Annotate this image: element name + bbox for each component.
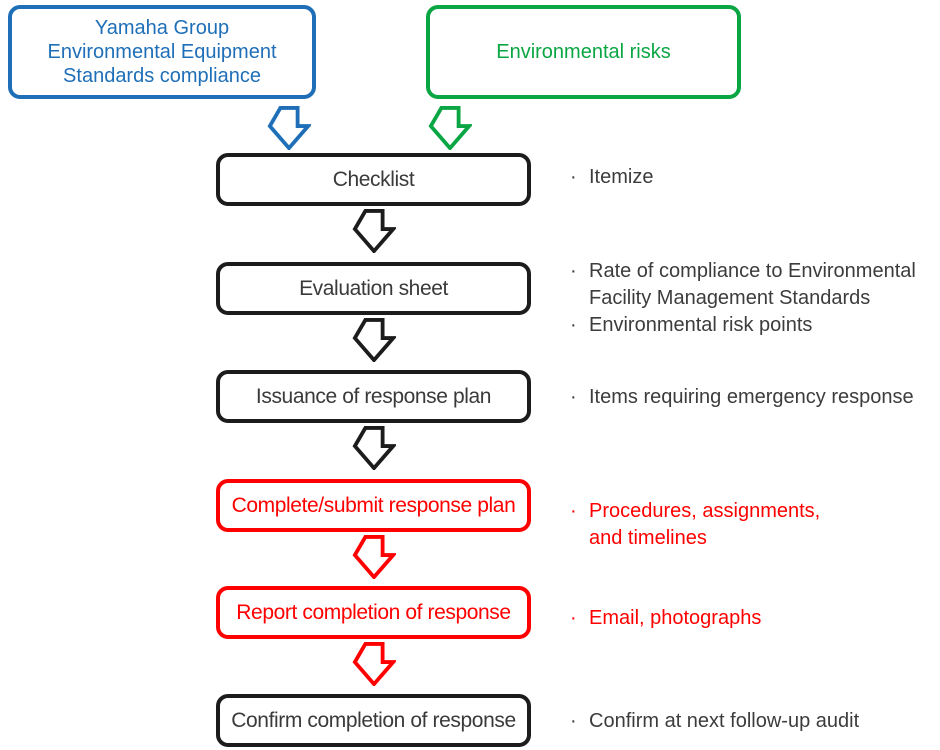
bullet-icon: · bbox=[570, 386, 577, 408]
down-arrow-icon bbox=[352, 535, 396, 579]
note-text: Procedures, assignments, bbox=[589, 500, 821, 522]
note-line: · Items requiring emergency response bbox=[570, 384, 914, 411]
note-complete-submit-plan: · Procedures, assignments, and timelines bbox=[570, 498, 820, 552]
note-confirm-completion: · Confirm at next follow-up audit bbox=[570, 708, 859, 735]
note-evaluation-sheet: · Rate of compliance to Environmental Fa… bbox=[570, 258, 916, 339]
note-checklist: · Itemize bbox=[570, 164, 653, 191]
down-arrow-icon bbox=[267, 106, 311, 150]
flow-step-label: Issuance of response plan bbox=[255, 384, 492, 408]
down-arrow-icon bbox=[428, 106, 472, 150]
note-text: Confirm at next follow-up audit bbox=[589, 710, 860, 732]
bullet-icon: · bbox=[570, 500, 577, 522]
note-line: · Procedures, assignments, bbox=[570, 498, 820, 525]
note-text: Items requiring emergency response bbox=[589, 386, 914, 408]
bullet-icon: · bbox=[570, 710, 577, 732]
down-arrow-icon bbox=[352, 642, 396, 686]
note-text: and timelines bbox=[589, 527, 707, 549]
flow-step-report-completion: Report completion of response bbox=[216, 586, 531, 639]
down-arrow-icon bbox=[352, 318, 396, 362]
flow-step-complete-submit-plan: Complete/submit response plan bbox=[216, 479, 531, 532]
note-text: Environmental risk points bbox=[589, 314, 813, 336]
flow-step-confirm-completion: Confirm completion of response bbox=[216, 694, 531, 747]
source-box-yamaha-line1: Yamaha Group bbox=[94, 17, 230, 39]
note-line: · Email, photographs bbox=[570, 605, 761, 632]
bullet-icon: · bbox=[570, 166, 577, 188]
source-box-environmental-risks: Environmental risks bbox=[426, 5, 741, 99]
flow-step-label: Evaluation sheet bbox=[299, 276, 448, 300]
flow-step-checklist: Checklist bbox=[216, 153, 531, 206]
note-text: Facility Management Standards bbox=[589, 287, 871, 309]
note-line: and timelines bbox=[570, 525, 820, 552]
note-line: Facility Management Standards bbox=[570, 285, 916, 312]
source-box-yamaha-line2: Environmental Equipment bbox=[47, 41, 277, 63]
down-arrow-icon bbox=[352, 426, 396, 470]
flow-step-evaluation-sheet: Evaluation sheet bbox=[216, 262, 531, 315]
note-line: · Rate of compliance to Environmental bbox=[570, 258, 916, 285]
note-issuance-response-plan: · Items requiring emergency response bbox=[570, 384, 914, 411]
flow-step-issuance-response-plan: Issuance of response plan bbox=[216, 370, 531, 423]
note-report-completion: · Email, photographs bbox=[570, 605, 761, 632]
flow-step-label: Report completion of response bbox=[236, 600, 511, 624]
down-arrow-icon bbox=[352, 209, 396, 253]
note-line: · Environmental risk points bbox=[570, 312, 916, 339]
source-box-yamaha-standards: Yamaha Group Environmental Equipment Sta… bbox=[8, 5, 316, 99]
flow-step-label: Confirm completion of response bbox=[231, 708, 516, 732]
flow-step-label: Complete/submit response plan bbox=[231, 493, 516, 517]
bullet-icon: · bbox=[570, 314, 577, 336]
note-line: · Confirm at next follow-up audit bbox=[570, 708, 859, 735]
bullet-icon: · bbox=[570, 260, 577, 282]
note-text: Rate of compliance to Environmental bbox=[589, 260, 916, 282]
source-box-risks-label: Environmental risks bbox=[496, 41, 671, 63]
bullet-icon: · bbox=[570, 607, 577, 629]
note-line: · Itemize bbox=[570, 164, 653, 191]
note-text: Itemize bbox=[589, 166, 654, 188]
note-text: Email, photographs bbox=[589, 607, 762, 629]
flow-step-label: Checklist bbox=[332, 167, 415, 191]
source-box-yamaha-line3: Standards compliance bbox=[63, 65, 261, 87]
